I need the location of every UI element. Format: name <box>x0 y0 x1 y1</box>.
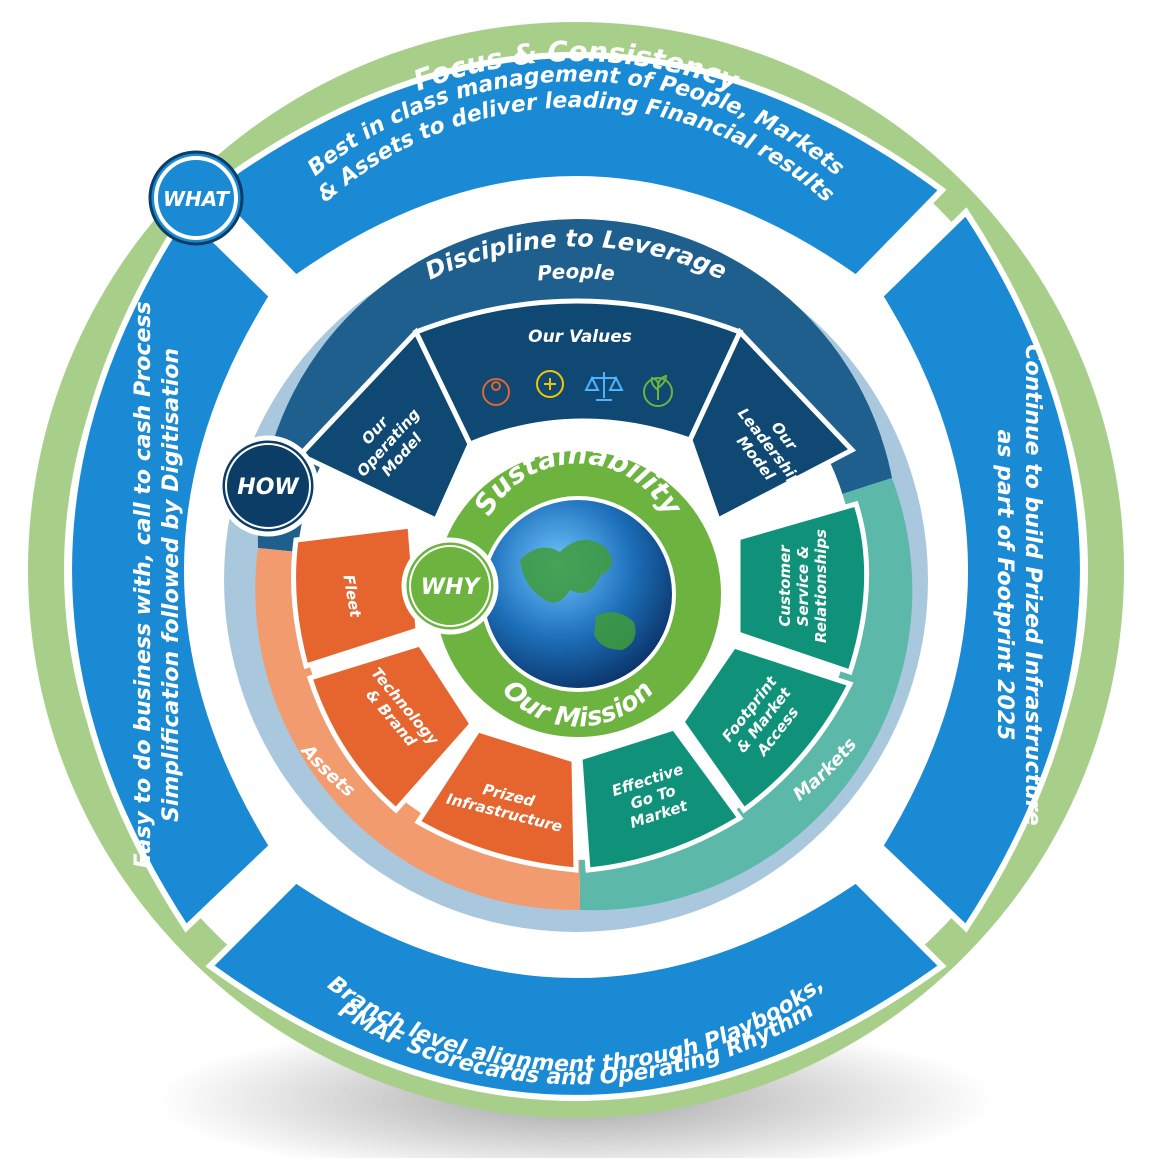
scales-icon <box>584 372 624 401</box>
what-ring <box>66 52 1086 1101</box>
values-icons <box>482 370 673 407</box>
what-right-line1: Continue to build Prized Infrastructure <box>1020 344 1045 825</box>
what-left-line2: Simplification followed by Digitisation <box>159 348 184 822</box>
our-values-label: Our Values <box>528 327 632 347</box>
what-segment-right <box>876 207 1086 933</box>
segment-leadership-model <box>687 327 857 524</box>
globe-land <box>520 539 612 603</box>
what-badge-label: WHAT <box>163 187 230 211</box>
people-care-icon <box>482 378 510 406</box>
segment-technology <box>306 641 476 814</box>
segment-go-to-market <box>577 725 744 873</box>
what-segment-top <box>205 52 947 282</box>
globe-land-australia <box>594 612 636 650</box>
segment-infrastructure <box>414 727 579 873</box>
globe <box>480 496 676 692</box>
how-badge-label: HOW <box>237 475 300 500</box>
customer-l1: Customer <box>776 544 794 627</box>
why-badge: WHY <box>401 537 499 635</box>
what-badge: WHAT <box>148 150 244 246</box>
what-right-line2: as part of Footprint 2025 <box>992 430 1017 741</box>
segment-fleet <box>291 523 421 670</box>
customer-l2: Service & <box>794 546 812 627</box>
what-segment-bottom <box>205 876 947 1101</box>
how-segments <box>291 298 870 873</box>
why-center <box>429 445 727 743</box>
growth-icon <box>643 377 673 407</box>
what-left-line1: Easy to do business with, call to cash P… <box>131 301 156 868</box>
segment-customer-service <box>735 500 870 676</box>
customer-l3: Relationships <box>812 529 830 643</box>
mind-icon <box>536 370 564 398</box>
segment-footprint <box>678 643 854 814</box>
how-badge: HOW <box>217 435 319 537</box>
people-label: People <box>536 259 616 285</box>
segment-our-values <box>412 298 744 448</box>
why-badge-label: WHY <box>421 575 482 600</box>
